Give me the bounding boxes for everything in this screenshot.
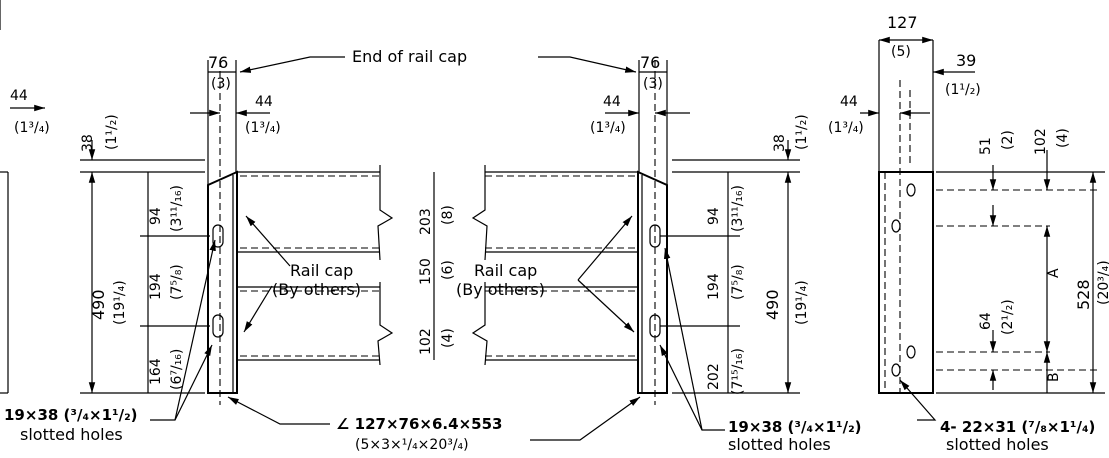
side-view [878,40,1100,394]
dim-150: 150 [418,258,434,285]
dim-44-c-in: (1³/₄) [590,120,626,136]
dim-102: 102 [418,328,434,355]
dim-94-left: 94 [148,207,164,225]
label-slot-side-sub: slotted holes [946,435,1049,454]
dim-39-in: (1¹/₂) [945,82,981,98]
dim-51: 51 [978,137,994,155]
slotted-hole [212,314,224,338]
dim-490-right: 490 [763,289,782,320]
dim-44-a-in: (1³/₄) [14,120,50,136]
dim-127: 127 [887,13,918,32]
dim-44-c: 44 [603,94,621,110]
dim-64-in: (2¹/₂) [1000,299,1016,335]
dim-76-left: 76 [208,53,228,72]
label-rail-cap-right-2: (By others) [456,280,545,299]
dim-102-side: 102 [1033,128,1049,155]
dim-194-right: 194 [706,273,722,300]
dim-a: A [1046,268,1062,278]
dim-94-right-in: (3¹¹/₁₆) [730,185,746,232]
dim-44-a: 44 [10,88,28,104]
slotted-hole [891,363,901,377]
slotted-hole [906,183,916,197]
dim-194-left-in: (7⁵/₈) [169,264,185,300]
dim-38-left-in: (1¹/₂) [104,114,120,150]
dim-528-in: (20³/₄) [1096,260,1109,305]
dim-490-left: 490 [89,289,108,320]
label-angle-sub: (5×3×¹/₄×20³/₄) [355,437,469,453]
dim-51-in: (2) [1000,130,1016,150]
dim-38-left: 38 [80,134,96,152]
dim-490-left-in: (19¹/₄) [112,280,128,325]
dim-3-left: (3) [211,76,231,92]
dim-44-b: 44 [255,94,273,110]
dim-202-right: 202 [706,363,722,390]
label-angle-main: ∠ 127×76×6.4×553 [336,415,502,433]
dim-194-left: 194 [148,273,164,300]
slotted-hole [891,219,901,233]
label-slot-left-main: 19×38 (³/₄×1¹/₂) [4,406,138,424]
dim-490-right-in: (19¹/₄) [794,280,810,325]
left-angle [207,60,238,405]
dim-44-d: 44 [840,94,858,110]
dim-203: 203 [418,208,434,235]
dim-94-right: 94 [706,207,722,225]
dim-44-d-in: (1³/₄) [828,120,864,136]
dim-164-left: 164 [148,358,164,385]
dim-3-right: (3) [643,76,663,92]
dim-127-in: (5) [891,44,911,60]
right-angle [637,60,668,405]
dim-94-left-in: (3¹¹/₁₆) [169,185,185,232]
label-rail-cap-left-2: (By others) [272,280,361,299]
dim-194-right-in: (7⁵/₈) [730,264,746,300]
dim-528: 528 [1074,279,1093,310]
dim-203-in: (8) [440,205,456,225]
left-partial-element: 44 (1³/₄) [0,0,50,394]
dim-150-in: (6) [440,260,456,280]
dim-102-side-in: (4) [1055,128,1071,148]
rail-caps [237,165,638,366]
label-slot-left-sub: slotted holes [20,425,123,444]
dim-44-b-in: (1³/₄) [245,120,281,136]
dim-39: 39 [956,51,976,70]
dim-b: B [1046,372,1062,382]
dim-38-right-in: (1¹/₂) [794,114,810,150]
label-slot-side-main: 4- 22×31 (⁷/₈×1¹/₄) [940,418,1095,436]
dim-164-left-in: (6⁷/₁₆) [169,349,185,390]
label-end-rail-cap: End of rail cap [352,47,467,66]
dim-202-right-in: (7¹⁵/₁₆) [730,348,746,395]
dim-38-right: 38 [772,134,788,152]
label-rail-cap-left-1: Rail cap [290,261,353,280]
slotted-hole [906,345,916,359]
label-rail-cap-right-1: Rail cap [474,261,537,280]
dim-64: 64 [978,312,994,330]
dim-76-right: 76 [640,53,660,72]
label-slot-right-main: 19×38 (³/₄×1¹/₂) [728,418,862,436]
label-slot-right-sub: slotted holes [728,435,831,454]
dim-102-in: (4) [440,328,456,348]
slotted-hole [212,224,224,248]
